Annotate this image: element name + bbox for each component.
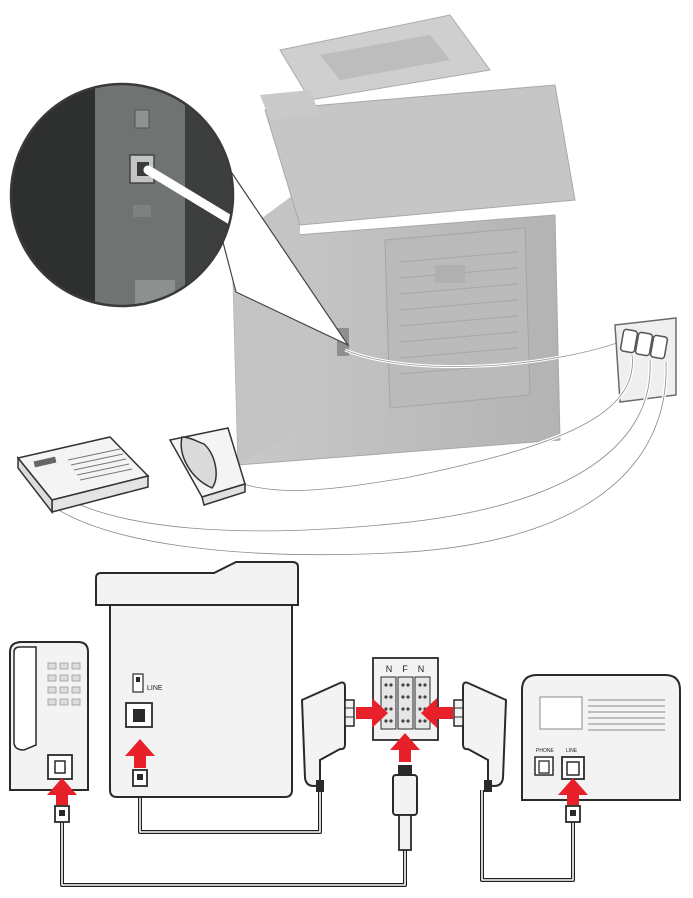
socket-label-n-right: N bbox=[418, 664, 425, 674]
rj-plug-printer bbox=[133, 770, 147, 786]
machine-line-port-label: LINE bbox=[566, 748, 578, 754]
telephone-top bbox=[170, 428, 245, 505]
line-port-label: LINE bbox=[147, 685, 163, 692]
wall-socket: N F N bbox=[373, 658, 438, 740]
tae-plug-left bbox=[302, 683, 354, 793]
printer-device: LINE bbox=[96, 562, 298, 797]
printer-rear-illustration bbox=[232, 15, 625, 465]
rj-plug-machine bbox=[566, 806, 580, 822]
answering-machine-top bbox=[18, 437, 148, 512]
tae-plug-right bbox=[454, 683, 506, 793]
telephone-device bbox=[10, 642, 88, 790]
machine-phone-port-label: PHONE bbox=[536, 748, 554, 754]
socket-label-f: F bbox=[402, 664, 408, 674]
rj-plug-phone bbox=[55, 806, 69, 822]
socket-label-n-left: N bbox=[386, 664, 393, 674]
rj11-plug-center bbox=[393, 765, 417, 850]
answering-machine-device: PHONE LINE bbox=[522, 675, 680, 800]
